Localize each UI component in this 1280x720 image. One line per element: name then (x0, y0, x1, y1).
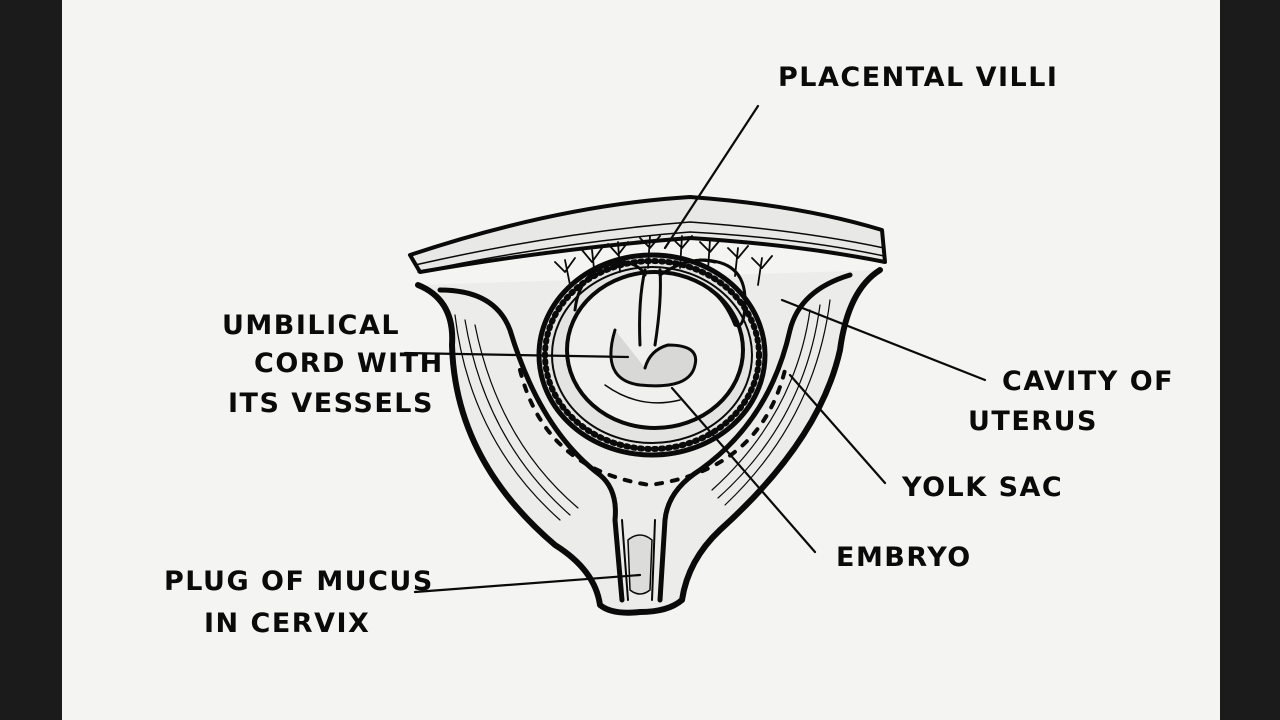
mucus-plug (628, 535, 652, 594)
label-plug-line1: PLUG OF MUCUS (164, 568, 434, 595)
label-cavity-line1: CAVITY OF (1002, 368, 1174, 395)
label-umbilical-line2: CORD WITH (254, 350, 444, 377)
label-umbilical-line3: ITS VESSELS (228, 390, 434, 417)
label-placental-villi: PLACENTAL VILLI (778, 64, 1058, 91)
label-plug-line2: IN CERVIX (204, 610, 370, 637)
label-cavity-line2: UTERUS (968, 408, 1098, 435)
label-embryo: EMBRYO (836, 544, 972, 571)
label-yolk-sac: YOLK SAC (902, 474, 1063, 501)
label-umbilical-line1: UMBILICAL (222, 312, 400, 339)
